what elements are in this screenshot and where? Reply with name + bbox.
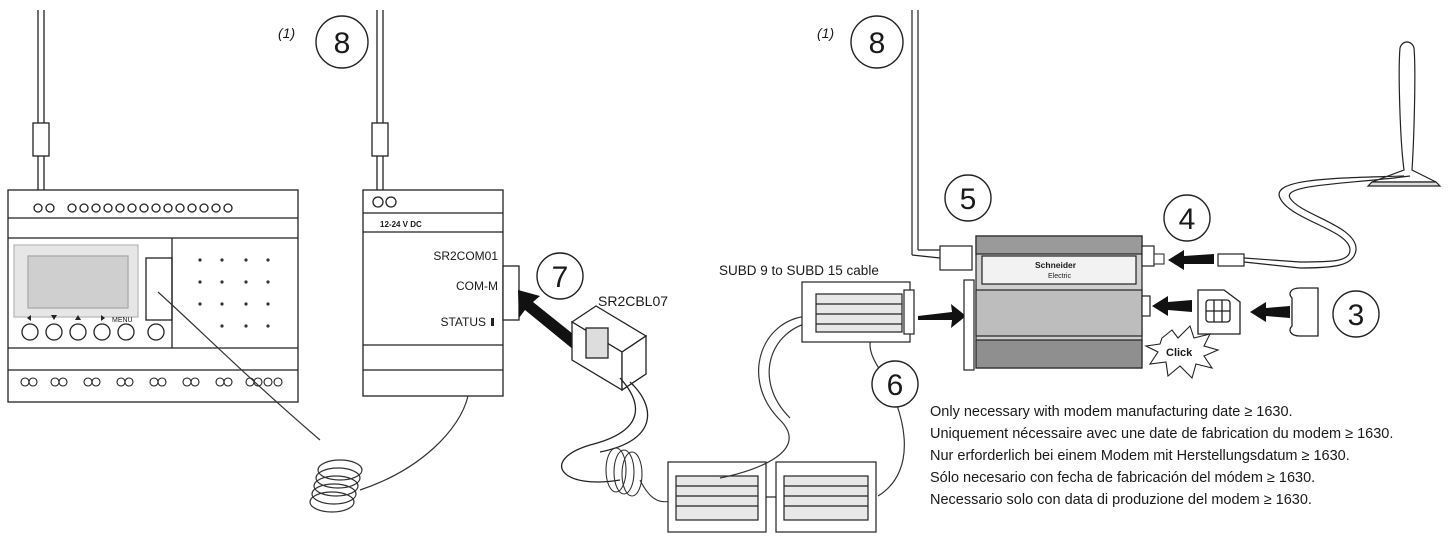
callout-5: 5 (944, 174, 992, 222)
status-label: STATUS (440, 315, 486, 329)
insert-arrow-3 (1250, 302, 1290, 322)
svg-text:7: 7 (552, 261, 569, 294)
footnote-en: Only necessary with modem manufacturing … (930, 404, 1293, 420)
callout-3: 3 (1332, 290, 1380, 338)
svg-text:3: 3 (1348, 299, 1365, 332)
sim-tray (1289, 287, 1319, 337)
svg-text:6: 6 (887, 369, 904, 402)
sim-card (1197, 289, 1241, 335)
svg-text:4: 4 (1179, 203, 1196, 236)
subd-adapter (667, 461, 877, 533)
menu-label: MENU (112, 317, 133, 324)
subd-cable-label: SUBD 9 to SUBD 15 cable (719, 263, 879, 278)
brand-line1: Schneider (1035, 260, 1077, 270)
callout-7: 7 (536, 252, 584, 300)
port-label: COM-M (456, 279, 498, 293)
callout-8-right: 8 (850, 15, 904, 69)
communication-module (362, 10, 520, 397)
footnote-es: Sólo necesario con fecha de fabricación … (930, 470, 1316, 486)
voltage-label: 12-24 V DC (380, 220, 422, 229)
modem (911, 10, 1155, 371)
connect-arrow-4 (1168, 250, 1214, 270)
coiled-cable-2 (605, 447, 676, 503)
antenna-port (1153, 253, 1165, 265)
brand-line2: Electric (1048, 273, 1071, 280)
coiled-cable (157, 291, 469, 513)
svg-text:5: 5 (960, 183, 977, 216)
footnote-fr: Uniquement nécessaire avec une date de f… (930, 426, 1394, 442)
callout-8-left: 8 (315, 15, 369, 69)
insert-arrow-7 (518, 290, 588, 355)
logic-controller (7, 10, 299, 403)
subd-connector (801, 281, 915, 343)
svg-text:8: 8 (869, 27, 886, 60)
callout-8-right-note: (1) (817, 25, 834, 41)
module-name-label: SR2COM01 (433, 249, 498, 263)
insert-arrow-sim (1152, 296, 1192, 316)
callout-4: 4 (1163, 194, 1211, 242)
svg-text:8: 8 (334, 27, 351, 60)
antenna (1217, 41, 1442, 269)
click-label: Click (1166, 347, 1193, 359)
sr2cbl07-connector (561, 305, 649, 483)
cable-name-label: SR2CBL07 (598, 293, 668, 309)
connect-arrow-6 (918, 304, 966, 328)
footnote-list: Only necessary with modem manufacturing … (930, 404, 1445, 514)
callout-6: 6 (871, 360, 919, 408)
footnote-it: Necessario solo con data di produzione d… (930, 492, 1312, 508)
click-burst-icon (1144, 324, 1220, 380)
footnote-de: Nur erforderlich bei einem Modem mit Her… (930, 448, 1350, 464)
callout-8-left-note: (1) (278, 25, 295, 41)
keypad-arrow-icons (27, 315, 105, 321)
